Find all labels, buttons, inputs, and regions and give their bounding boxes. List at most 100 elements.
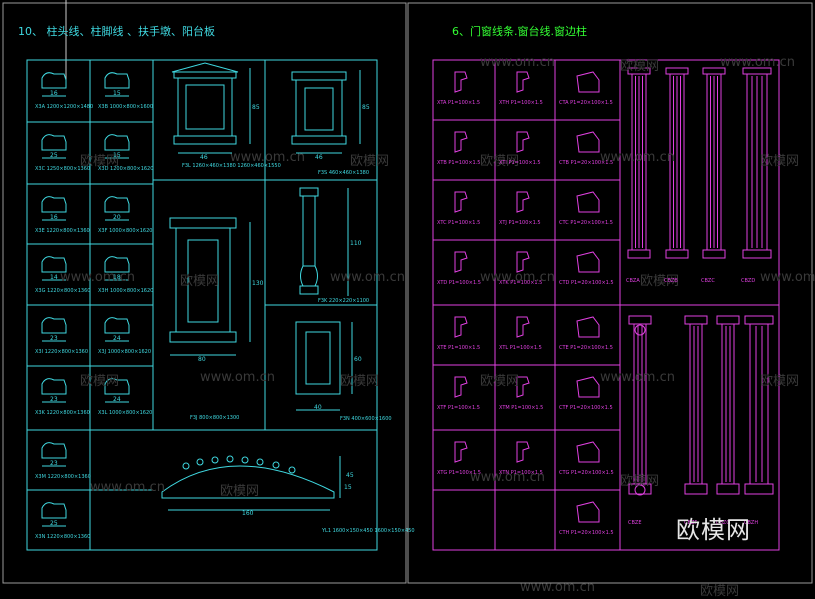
moulding-label: CTH P1=20×100×1.5 — [559, 530, 614, 536]
moulding-label: XTM P1=100×1.5 — [499, 405, 544, 411]
dimension-label: 24 — [113, 335, 121, 342]
column-base — [744, 483, 774, 495]
column-capital — [744, 315, 774, 325]
pier-panel — [304, 87, 334, 131]
profile-shape — [104, 317, 130, 334]
profile-label: X3C 1250×800×1360 — [35, 166, 91, 172]
sill-profile — [576, 501, 600, 523]
moulding-profile — [454, 191, 468, 213]
pier-cap — [291, 71, 347, 81]
watermark-text: 欧模网 — [480, 154, 520, 169]
profile-label: X3A 1200×1200×1480 — [35, 104, 94, 110]
column-shaft — [689, 323, 703, 485]
moulding-label: XTC P1=100×1.5 — [437, 220, 481, 226]
profile-label: X3J 1000×800×1620 — [98, 349, 152, 355]
watermark-text: www.om.cn — [480, 55, 555, 70]
panel-body — [295, 321, 341, 395]
dimension-label: 46 — [315, 154, 323, 161]
arch-hole — [226, 455, 234, 463]
cad-drawing — [2, 0, 813, 584]
pier-panel — [187, 239, 219, 323]
moulding-label: XTE P1=100×1.5 — [437, 345, 481, 351]
dimension-label: 85 — [252, 104, 260, 111]
moulding-profile — [454, 251, 468, 273]
pier-cap — [169, 217, 237, 229]
watermark-text: 欧模网 — [700, 584, 740, 599]
moulding-profile — [454, 441, 468, 463]
watermark-text: 欧模网 — [480, 374, 520, 389]
watermark-text: 欧模网 — [760, 374, 800, 389]
column-label: CBZA — [626, 278, 640, 284]
column-base — [684, 483, 708, 495]
profile-shape — [41, 196, 67, 213]
dimension-label: 16 — [50, 90, 58, 97]
watermark-text: www.om.cn — [720, 55, 795, 70]
arch-hole — [196, 458, 204, 466]
column-label: CBZG — [716, 520, 731, 526]
dimension-label: 15 — [113, 152, 121, 159]
sill-profile — [576, 251, 600, 273]
arch-hole — [182, 462, 190, 470]
moulding-label: XTH P1=100×1.5 — [499, 100, 543, 106]
moulding-label: CTB P1=20×100×1.5 — [559, 160, 614, 166]
profile-shape — [104, 134, 130, 151]
dimension-label: 14 — [50, 274, 58, 281]
column-label: CBZF — [684, 520, 698, 526]
moulding-label: XTA P1=100×1.5 — [437, 100, 481, 106]
moulding-profile — [516, 376, 530, 398]
dimension-label: 130 — [252, 280, 264, 287]
column-capital — [628, 315, 652, 325]
column-shaft — [749, 323, 769, 485]
watermark-text: www.om.cn — [330, 270, 405, 285]
moulding-label: XTK P1=100×1.5 — [499, 280, 543, 286]
profile-shape — [104, 72, 130, 89]
profile-shape — [41, 72, 67, 89]
dimension-label: 110 — [350, 240, 362, 247]
profile-label: X3B 1000×800×1600 — [98, 104, 153, 110]
moulding-label: XTI P1=100×1.5 — [499, 160, 541, 166]
arch-hole — [288, 466, 296, 474]
watermark-text: 欧模网 — [350, 154, 390, 169]
pier-base — [291, 135, 347, 145]
arch-hole — [241, 456, 249, 464]
moulding-profile — [516, 71, 530, 93]
dimension-label: 46 — [200, 154, 208, 161]
moulding-label: CTF P1=20×100×1.5 — [559, 405, 613, 411]
watermark-text: 欧模网 — [80, 154, 120, 169]
profile-label: X3D 1200×800×1620 — [98, 166, 154, 172]
moulding-label: CTE P1=20×100×1.5 — [559, 345, 613, 351]
watermark-text: 欧模网 — [80, 374, 120, 389]
moulding-label: XTF P1=100×1.5 — [437, 405, 480, 411]
dimension-label: 24 — [113, 396, 121, 403]
moulding-label: XTL P1=100×1.5 — [499, 345, 542, 351]
moulding-label: XTN P1=100×1.5 — [499, 470, 543, 476]
dimension-label: 23 — [50, 396, 58, 403]
sill-profile — [576, 441, 600, 463]
dimension-label: 40 — [314, 404, 322, 411]
column-base — [716, 483, 740, 495]
moulding-label: XTG P1=100×1.5 — [437, 470, 481, 476]
profile-shape — [41, 442, 67, 459]
dimension-label: 45 — [346, 472, 354, 479]
profile-label: X3H 1000×800×1620 — [98, 288, 154, 294]
moulding-profile — [516, 316, 530, 338]
column-capital — [684, 315, 708, 325]
baluster-label: F3K 220×220×1100 — [318, 298, 370, 304]
watermark-text: www.om.cn — [470, 470, 545, 485]
column-label: CBZB — [664, 278, 678, 284]
moulding-profile — [454, 316, 468, 338]
moulding-profile — [454, 131, 468, 153]
watermark-text: 欧模网 — [620, 474, 660, 489]
moulding-profile — [454, 376, 468, 398]
baluster-base — [300, 265, 318, 287]
column-shaft — [721, 323, 735, 485]
watermark-text: www.om.cn — [480, 270, 555, 285]
column-label: CBZH — [744, 520, 759, 526]
profile-label: X3N 1220×800×1360 — [35, 534, 91, 540]
moulding-profile — [516, 441, 530, 463]
column-base — [628, 483, 652, 495]
pier-cap-band — [173, 71, 237, 79]
column-base — [702, 249, 726, 259]
dimension-label: 23 — [50, 460, 58, 467]
